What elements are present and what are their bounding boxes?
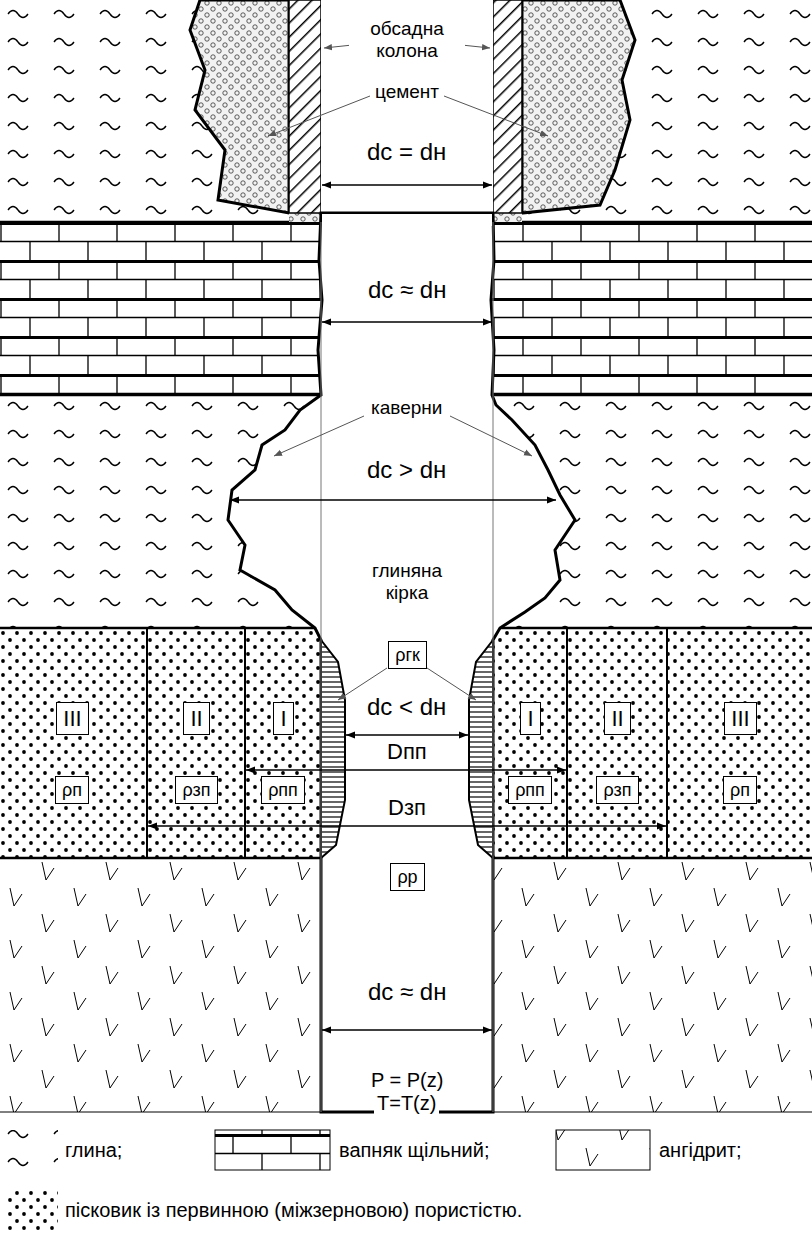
casing <box>493 0 522 213</box>
box-text: ρгк <box>395 646 420 666</box>
temperature-label: T=T(z) <box>374 1092 439 1115</box>
dimension-lines <box>148 185 666 1030</box>
box-text: I <box>527 707 533 731</box>
parameter-box: ρп <box>723 776 757 804</box>
parameter-box: III <box>56 702 89 735</box>
parameter-box: ρзп <box>596 776 639 804</box>
anhydrite-swatch <box>556 1130 650 1170</box>
cavern-label: каверни <box>368 397 445 419</box>
diameter-label: dс > dн <box>364 456 449 484</box>
parameter-box: ρпп <box>261 776 305 804</box>
cement <box>190 0 289 213</box>
leader-lines <box>268 44 548 700</box>
parameter-box: ρзп <box>175 776 218 804</box>
borehole <box>321 0 493 222</box>
parameter-box: ρр <box>390 863 425 891</box>
legend-text: глина; <box>62 1139 125 1162</box>
diameter-label: dс ≈ dн <box>365 978 449 1006</box>
box-text: ρр <box>397 868 417 888</box>
mud-cake <box>469 640 493 858</box>
clay-layer <box>0 0 812 222</box>
borehole-wall <box>228 213 575 1112</box>
borehole <box>322 214 492 226</box>
cement <box>493 213 522 222</box>
box-text: ρп <box>62 781 82 801</box>
mud-cake <box>321 640 345 858</box>
parameter-box: ρпп <box>508 776 552 804</box>
parameter-box: ρгк <box>388 641 427 669</box>
diameter-label: dс = dн <box>364 138 449 166</box>
parameter-box: ρп <box>55 776 89 804</box>
sandstone-swatch <box>6 1190 58 1230</box>
box-text: III <box>731 707 749 731</box>
clay-layer <box>0 0 812 222</box>
box-text: ρпп <box>268 781 298 801</box>
box-text: III <box>63 707 81 731</box>
casing-label: обсадна колона <box>349 18 465 62</box>
pressure-label: P = P(z) <box>368 1069 446 1092</box>
cement <box>289 213 321 222</box>
nominal-diameter-lines <box>321 222 493 1112</box>
legend-swatches <box>6 1130 650 1230</box>
legend-text: пісковик із первинною (міжзерновою) пори… <box>62 1199 525 1222</box>
box-text: ρп <box>730 781 750 801</box>
parameter-box: I <box>520 702 541 735</box>
box-text: I <box>280 707 286 731</box>
diameter-label: dс < dн <box>364 693 449 721</box>
box-text: II <box>190 707 202 731</box>
parameter-box: II <box>183 702 210 735</box>
clay-swatch <box>6 1130 58 1170</box>
box-text: ρзп <box>603 781 631 801</box>
parameter-box: II <box>604 702 631 735</box>
mud-cake-label: глиняна кірка <box>349 560 465 604</box>
cement <box>522 0 635 213</box>
zone-diameter-label: Dпп <box>384 739 430 764</box>
box-text: ρзп <box>182 781 210 801</box>
box-text: II <box>611 707 623 731</box>
box-text: ρпп <box>515 781 545 801</box>
zone-diameter-label: Dзп <box>385 795 429 820</box>
casing <box>289 0 321 213</box>
diameter-label: dс ≈ dн <box>365 276 449 304</box>
legend-text: вапняк щільний; <box>336 1139 492 1162</box>
legend-text: ангідрит; <box>656 1139 745 1162</box>
parameter-box: I <box>273 702 294 735</box>
cement-label: цемент <box>372 81 442 103</box>
limestone-swatch <box>215 1130 330 1170</box>
parameter-box: III <box>724 702 757 735</box>
